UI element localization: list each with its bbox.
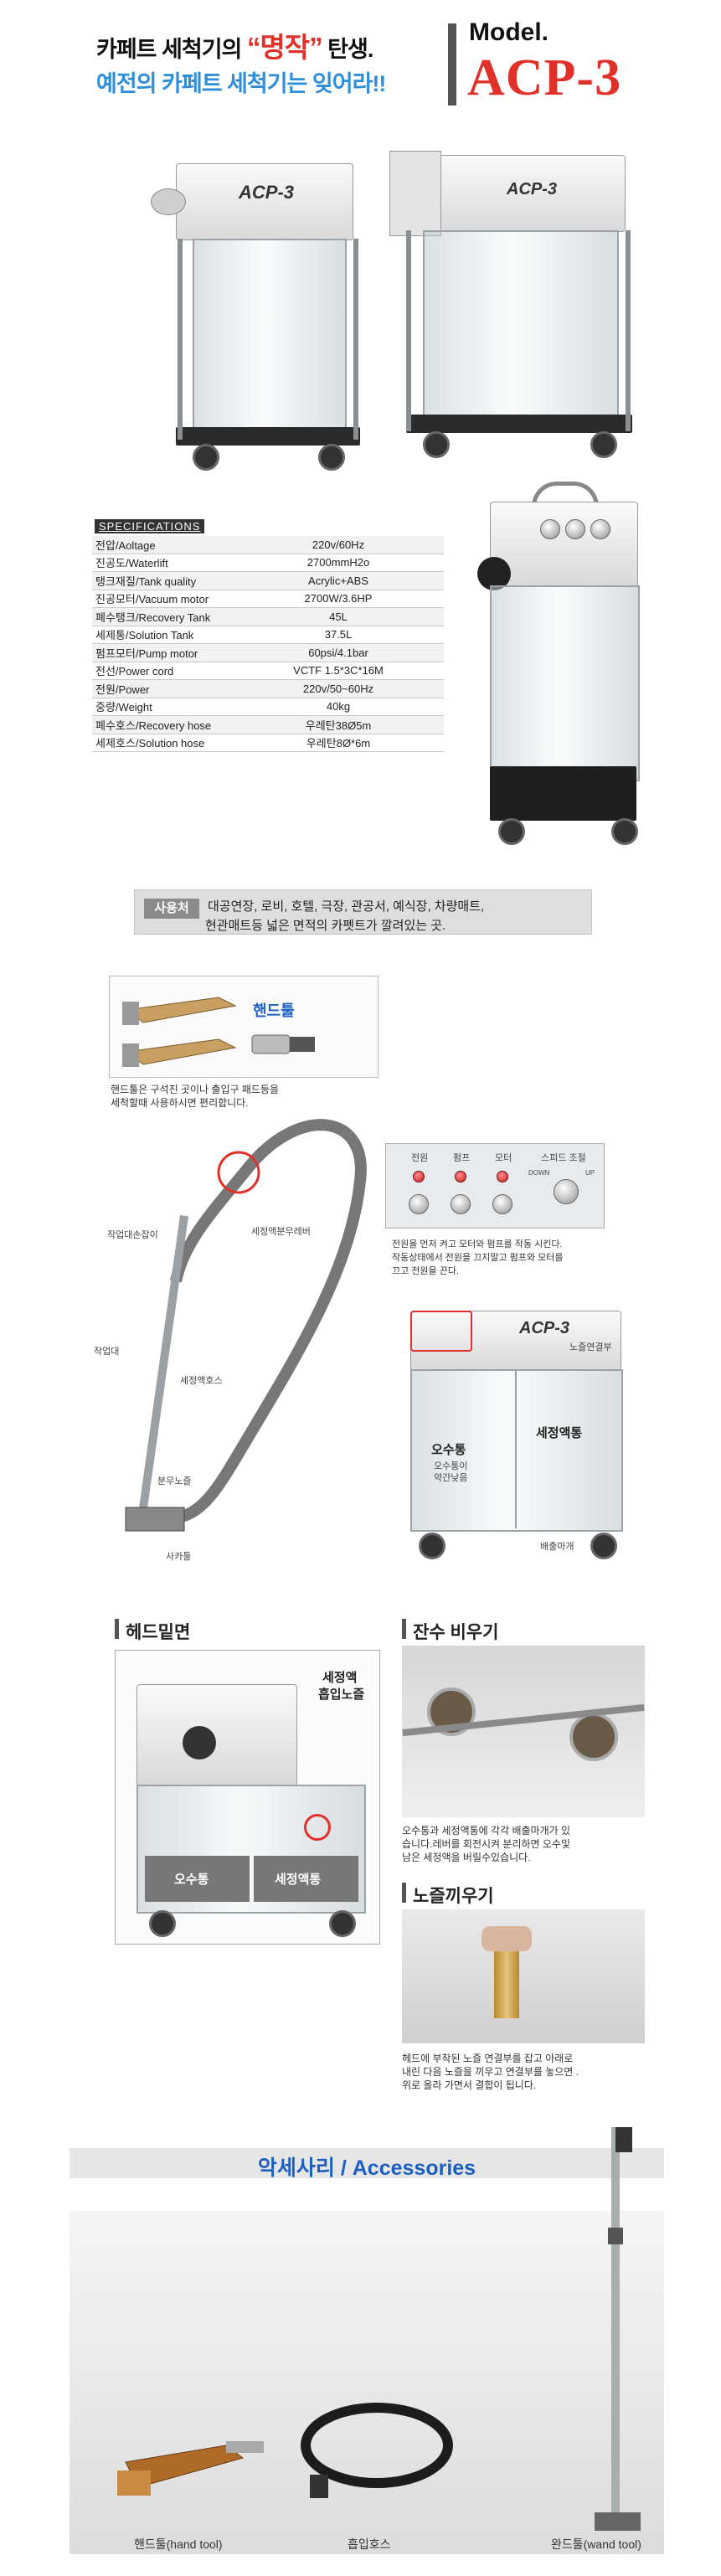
hand-tool-icon <box>117 2441 264 2496</box>
label-drain-cap: 배출마개 <box>540 1542 574 1552</box>
accessories-photo <box>70 2211 664 2554</box>
accessory-label-hand-tool: 핸드툴(hand tool) <box>134 2537 223 2551</box>
label-solution-tank: 세정액통 <box>536 1426 583 1440</box>
head-bottom-bar <box>115 1619 119 1639</box>
accessory-label-hose: 흡입호스 <box>348 2537 391 2551</box>
label-nozzle: 분무노즐 <box>157 1476 192 1486</box>
panel-note-line3: 끄고 전원을 끈다. <box>392 1266 460 1276</box>
nozzle-label-line2: 흡입노즐 <box>318 1687 365 1702</box>
drain-title: 잔수 비우기 <box>413 1623 499 1642</box>
accessories-band <box>70 2148 664 2178</box>
tagline-suffix: 탄생. <box>327 37 373 62</box>
panel-label-power: 전원 <box>411 1153 429 1163</box>
panel-label-motor: 모터 <box>495 1153 512 1163</box>
nozzle-label-line1: 세정액 <box>322 1671 358 1685</box>
control-panel: 전원 펌프 모터 스피드 조절 DOWN UP <box>385 1143 605 1229</box>
suction-hose-icon <box>301 2403 453 2498</box>
label-lever: 세정액분무레버 <box>251 1227 311 1237</box>
wand-tool-icon <box>595 2127 641 2531</box>
label-recovery-tank: 오수통 <box>431 1443 466 1457</box>
model-name: ACP-3 <box>467 49 622 106</box>
label-wand: 작업대 <box>94 1347 120 1357</box>
product-photo-rear: ACP-3 <box>373 138 649 465</box>
accessories-title: 악세사리 / Accessories <box>257 2156 476 2180</box>
usage-tag: 사용처 <box>144 899 199 919</box>
power-switch-icon <box>409 1194 429 1214</box>
nozzle-fit-bar <box>402 1883 406 1903</box>
nozzle-fit-note-line2: 내린 다음 노즐을 끼우고 연결부를 놓으면 . <box>402 2066 579 2078</box>
power-led <box>413 1171 425 1182</box>
machine-label-3: ACP-3 <box>519 1319 570 1337</box>
tagline-line1: 카페트 세척기의 “명작” 탄생. <box>96 25 373 65</box>
speed-up-label: UP <box>585 1169 595 1177</box>
product-photo-front <box>473 482 662 850</box>
nozzle-fit-note-line1: 헤드에 부착된 노즐 연결부를 잡고 아래로 <box>402 2053 574 2064</box>
nozzle-fit-note-line3: 위로 올라 가면서 결합이 됩니다. <box>402 2079 537 2091</box>
machine-label: ACP-3 <box>239 182 295 203</box>
panel-label-pump: 펌프 <box>453 1153 471 1163</box>
usage-line1: 대공연장, 로비, 호텔, 극장, 관공서, 예식장, 차량매트, <box>208 899 485 914</box>
panel-label-speed: 스피드 조절 <box>541 1153 586 1163</box>
usage-box <box>134 889 592 935</box>
machine-parts-diagram: ACP-3 <box>394 1285 645 1587</box>
handtool-illustration <box>109 976 379 1078</box>
drain-note-line2: 습니다.레버를 회전시켜 분리하면 오수및 <box>402 1838 571 1850</box>
label-recovery-note-line1: 오수통이 <box>434 1461 468 1471</box>
specs-title: SPECIFICATIONS <box>95 519 205 533</box>
drain-note-line1: 오수통과 세정액통에 각각 배출마개가 있 <box>402 1825 571 1837</box>
head-bottom-title: 헤드밑면 <box>126 1623 191 1642</box>
tagline-prefix: 카페트 세척기의 <box>96 37 242 62</box>
speed-dial-icon <box>554 1179 579 1204</box>
handtool-title: 핸드툴 <box>253 1002 295 1019</box>
tagline-highlight: “명작” <box>246 32 323 63</box>
product-photo-front-left: ACP-3 <box>126 147 377 482</box>
panel-note-line1: 전원을 먼저 켜고 모터와 펌프를 작동 시킨다. <box>392 1239 563 1249</box>
head-bottom-recovery-label: 오수통 <box>174 1873 209 1887</box>
label-recovery-note-line2: 약간낮음 <box>434 1473 468 1483</box>
handtool-note-line2: 세척할때 사용하시면 편리합니다. <box>111 1097 249 1109</box>
panel-note-line2: 작동상태에서 전원을 끄지말고 펌프와 모터를 <box>392 1253 564 1263</box>
pump-switch-icon <box>451 1194 471 1214</box>
drain-note-line3: 남은 세정액을 버릴수있습니다. <box>402 1852 531 1863</box>
head-bottom-solution-label: 세정액통 <box>275 1873 322 1887</box>
speed-down-label: DOWN <box>528 1169 550 1177</box>
motor-led <box>497 1171 508 1182</box>
drain-photo <box>402 1646 645 1817</box>
model-label: Model. <box>469 18 548 46</box>
label-solution-hose: 세정액호스 <box>180 1376 223 1386</box>
handtool-note-line1: 핸드툴은 구석진 곳이나 출입구 패드등을 <box>111 1084 280 1095</box>
accessory-label-wand-tool: 완드툴(wand tool) <box>551 2537 641 2551</box>
machine-label-2: ACP-3 <box>507 180 558 198</box>
pump-led <box>455 1171 466 1182</box>
usage-line2: 현관매트등 넓은 면적의 카펫트가 깔려있는 곳. <box>205 919 446 933</box>
model-accent-bar <box>448 23 456 106</box>
label-hose-port: 노즐연결부 <box>569 1342 612 1352</box>
drain-bar <box>402 1619 406 1639</box>
nozzle-fit-title: 노즐끼우기 <box>413 1887 494 1906</box>
handtool-icon <box>122 997 315 1067</box>
wand-hose-diagram <box>125 1119 367 1532</box>
label-grip: 작업대손잡이 <box>107 1230 158 1240</box>
label-head: 사카툴 <box>166 1552 192 1562</box>
head-bottom-illustration: 오수통 세정액통 <box>115 1650 380 1945</box>
motor-switch-icon <box>492 1194 512 1214</box>
nozzle-fit-photo <box>402 1909 645 2043</box>
tagline-line2: 예전의 카페트 세척기는 잊어라!! <box>96 71 386 96</box>
